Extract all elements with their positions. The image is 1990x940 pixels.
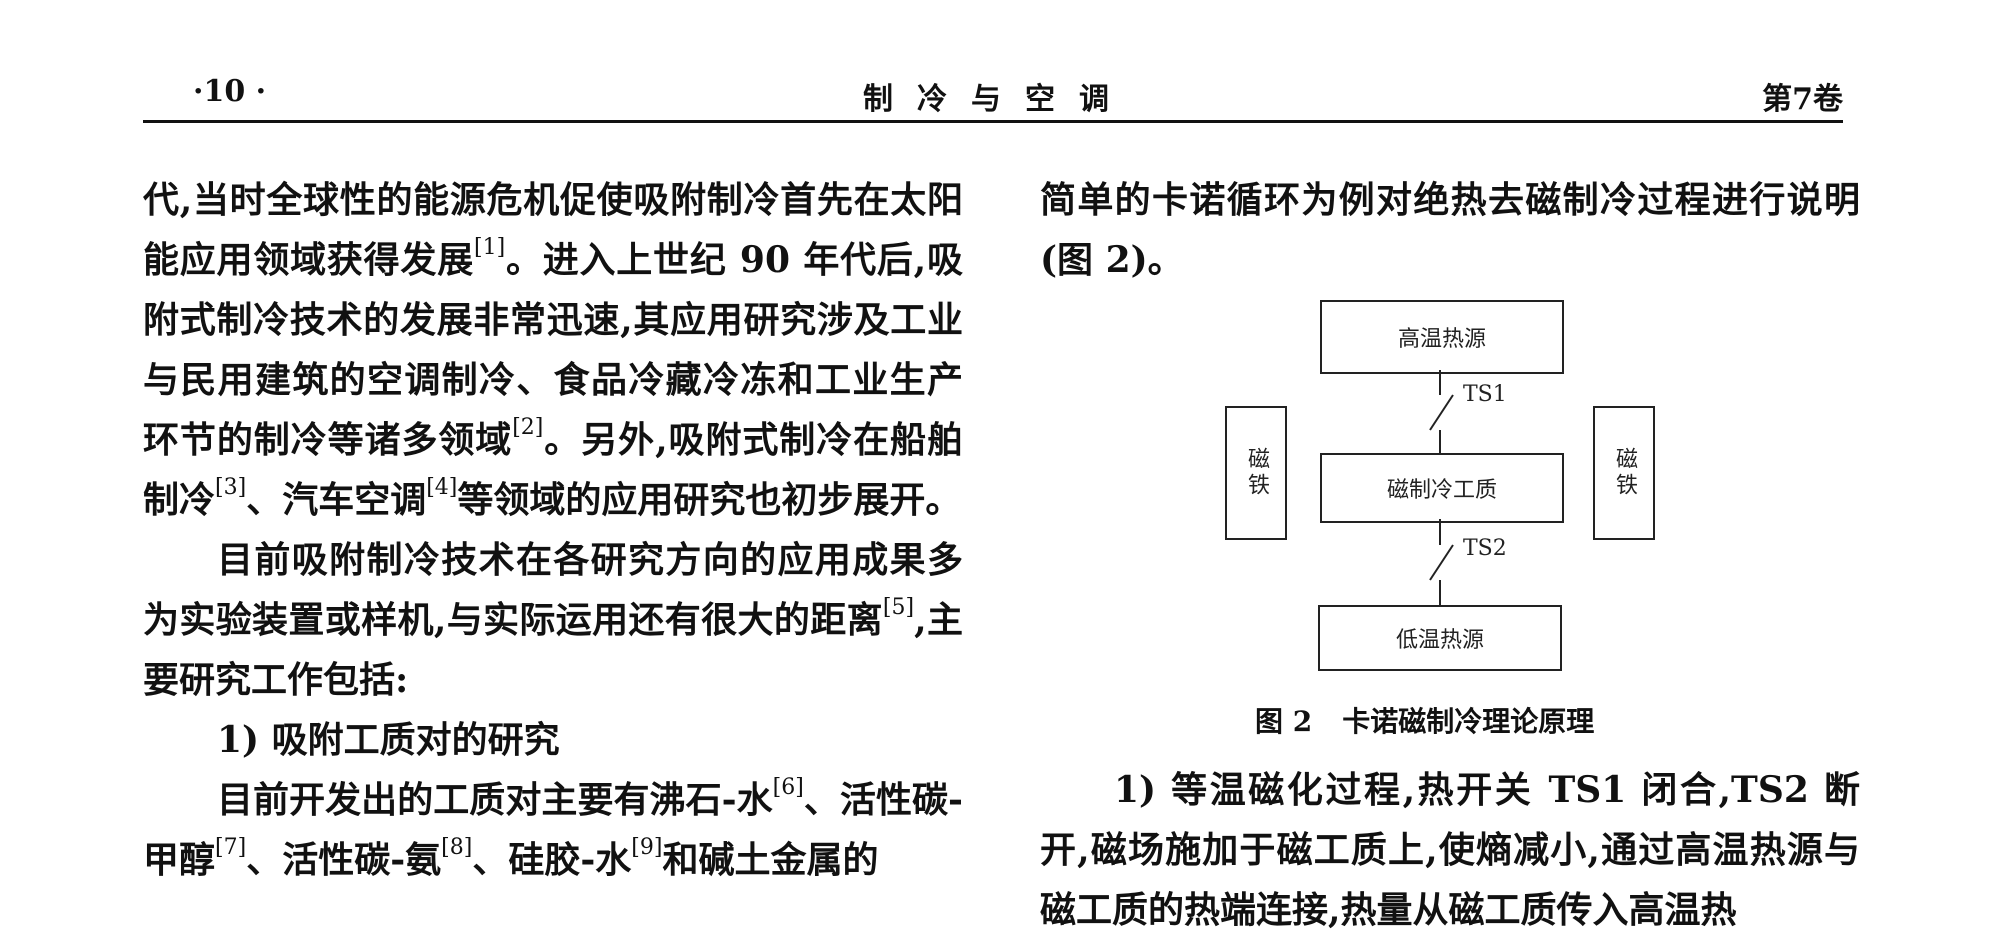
- ts2-switch-blade: [1429, 544, 1454, 581]
- figure-2-diagram: 高温热源 TS1 磁铁 磁制冷工质 磁铁 TS2 低温热源: [1225, 300, 1665, 671]
- citation-ref: [1]: [474, 235, 506, 260]
- citation-ref: [6]: [772, 775, 804, 800]
- figure-caption: 图 2 卡诺磁制冷理论原理: [1255, 700, 1594, 740]
- text-run: 、硅胶-水: [472, 839, 632, 881]
- switch-ts1-label: TS1: [1463, 382, 1507, 407]
- switch-ts2-label: TS2: [1463, 536, 1507, 561]
- paragraph-4: 目前开发出的工质对主要有沸石-水[6]、活性碳-甲醇[7]、活性碳-氨[8]、硅…: [143, 770, 963, 890]
- text-run: 目前吸附制冷技术在各研究方向的应用成果多为实验装置或样机,与实际运用还有很大的距…: [143, 539, 963, 641]
- citation-ref: [3]: [215, 475, 247, 500]
- right-paragraph-2: 1) 等温磁化过程,热开关 TS1 闭合,TS2 断开,磁场施加于磁工质上,使熵…: [1040, 769, 1860, 931]
- text-run: 和碱土金属的: [662, 839, 879, 881]
- paragraph-2: 目前吸附制冷技术在各研究方向的应用成果多为实验装置或样机,与实际运用还有很大的距…: [143, 530, 963, 710]
- hot-source-box: 高温热源: [1320, 300, 1564, 374]
- magnet-right-box: 磁铁: [1593, 406, 1655, 540]
- text-run: 。进入上世纪 90 年代后,吸附式制冷技术的发展非常迅速,其应用研究涉及工业与民…: [143, 239, 963, 461]
- text-run: 代,当时全球性的能源危机促使吸附制冷首先在太阳能应用领域获得发展: [143, 179, 963, 281]
- citation-ref: [8]: [441, 835, 473, 860]
- section-heading: 1) 吸附工质对的研究: [217, 719, 560, 761]
- figure-caption-text: 卡诺磁制冷理论原理: [1342, 705, 1595, 738]
- page-number: ·10 ·: [193, 74, 267, 109]
- paragraph-1: 代,当时全球性的能源危机促使吸附制冷首先在太阳能应用领域获得发展[1]。进入上世…: [143, 170, 963, 530]
- right-column: 简单的卡诺循环为例对绝热去磁制冷过程进行说明(图 2)。 1) 等温磁化过程,热…: [1040, 170, 1860, 931]
- ts1-switch-blade: [1429, 394, 1454, 431]
- switch-lines: [1429, 370, 1454, 605]
- magnet-left-box: 磁铁: [1225, 406, 1287, 540]
- volume-label: 第7卷: [1762, 82, 1843, 117]
- text-run: 目前开发出的工质对主要有沸石-水: [217, 779, 773, 821]
- page-header: ·10 · 制冷与空调 第7卷: [143, 70, 1843, 123]
- text-run: 、汽车空调: [246, 479, 427, 521]
- citation-ref: [4]: [426, 475, 458, 500]
- citation-ref: [5]: [882, 595, 915, 620]
- text-run: 。另外,吸附式制冷在船舶制冷: [143, 419, 963, 521]
- magnetic-material-box: 磁制冷工质: [1320, 453, 1564, 523]
- text-run: 、活性碳-氨: [246, 839, 442, 881]
- citation-ref: [7]: [215, 835, 247, 860]
- text-run: ,主要研究工作包括:: [143, 599, 963, 701]
- citation-ref: [2]: [512, 415, 544, 440]
- text-run: 等领域的应用研究也初步展开。: [457, 479, 962, 521]
- text-run: 、活性碳-甲醇: [143, 779, 963, 881]
- right-paragraph-1: 简单的卡诺循环为例对绝热去磁制冷过程进行说明(图 2)。: [1040, 179, 1860, 281]
- cold-source-box: 低温热源: [1318, 605, 1562, 671]
- figure-number: 图 2: [1255, 705, 1313, 738]
- journal-title: 制冷与空调: [863, 82, 1133, 117]
- left-column: 代,当时全球性的能源危机促使吸附制冷首先在太阳能应用领域获得发展[1]。进入上世…: [143, 170, 963, 890]
- citation-ref: [9]: [631, 835, 663, 860]
